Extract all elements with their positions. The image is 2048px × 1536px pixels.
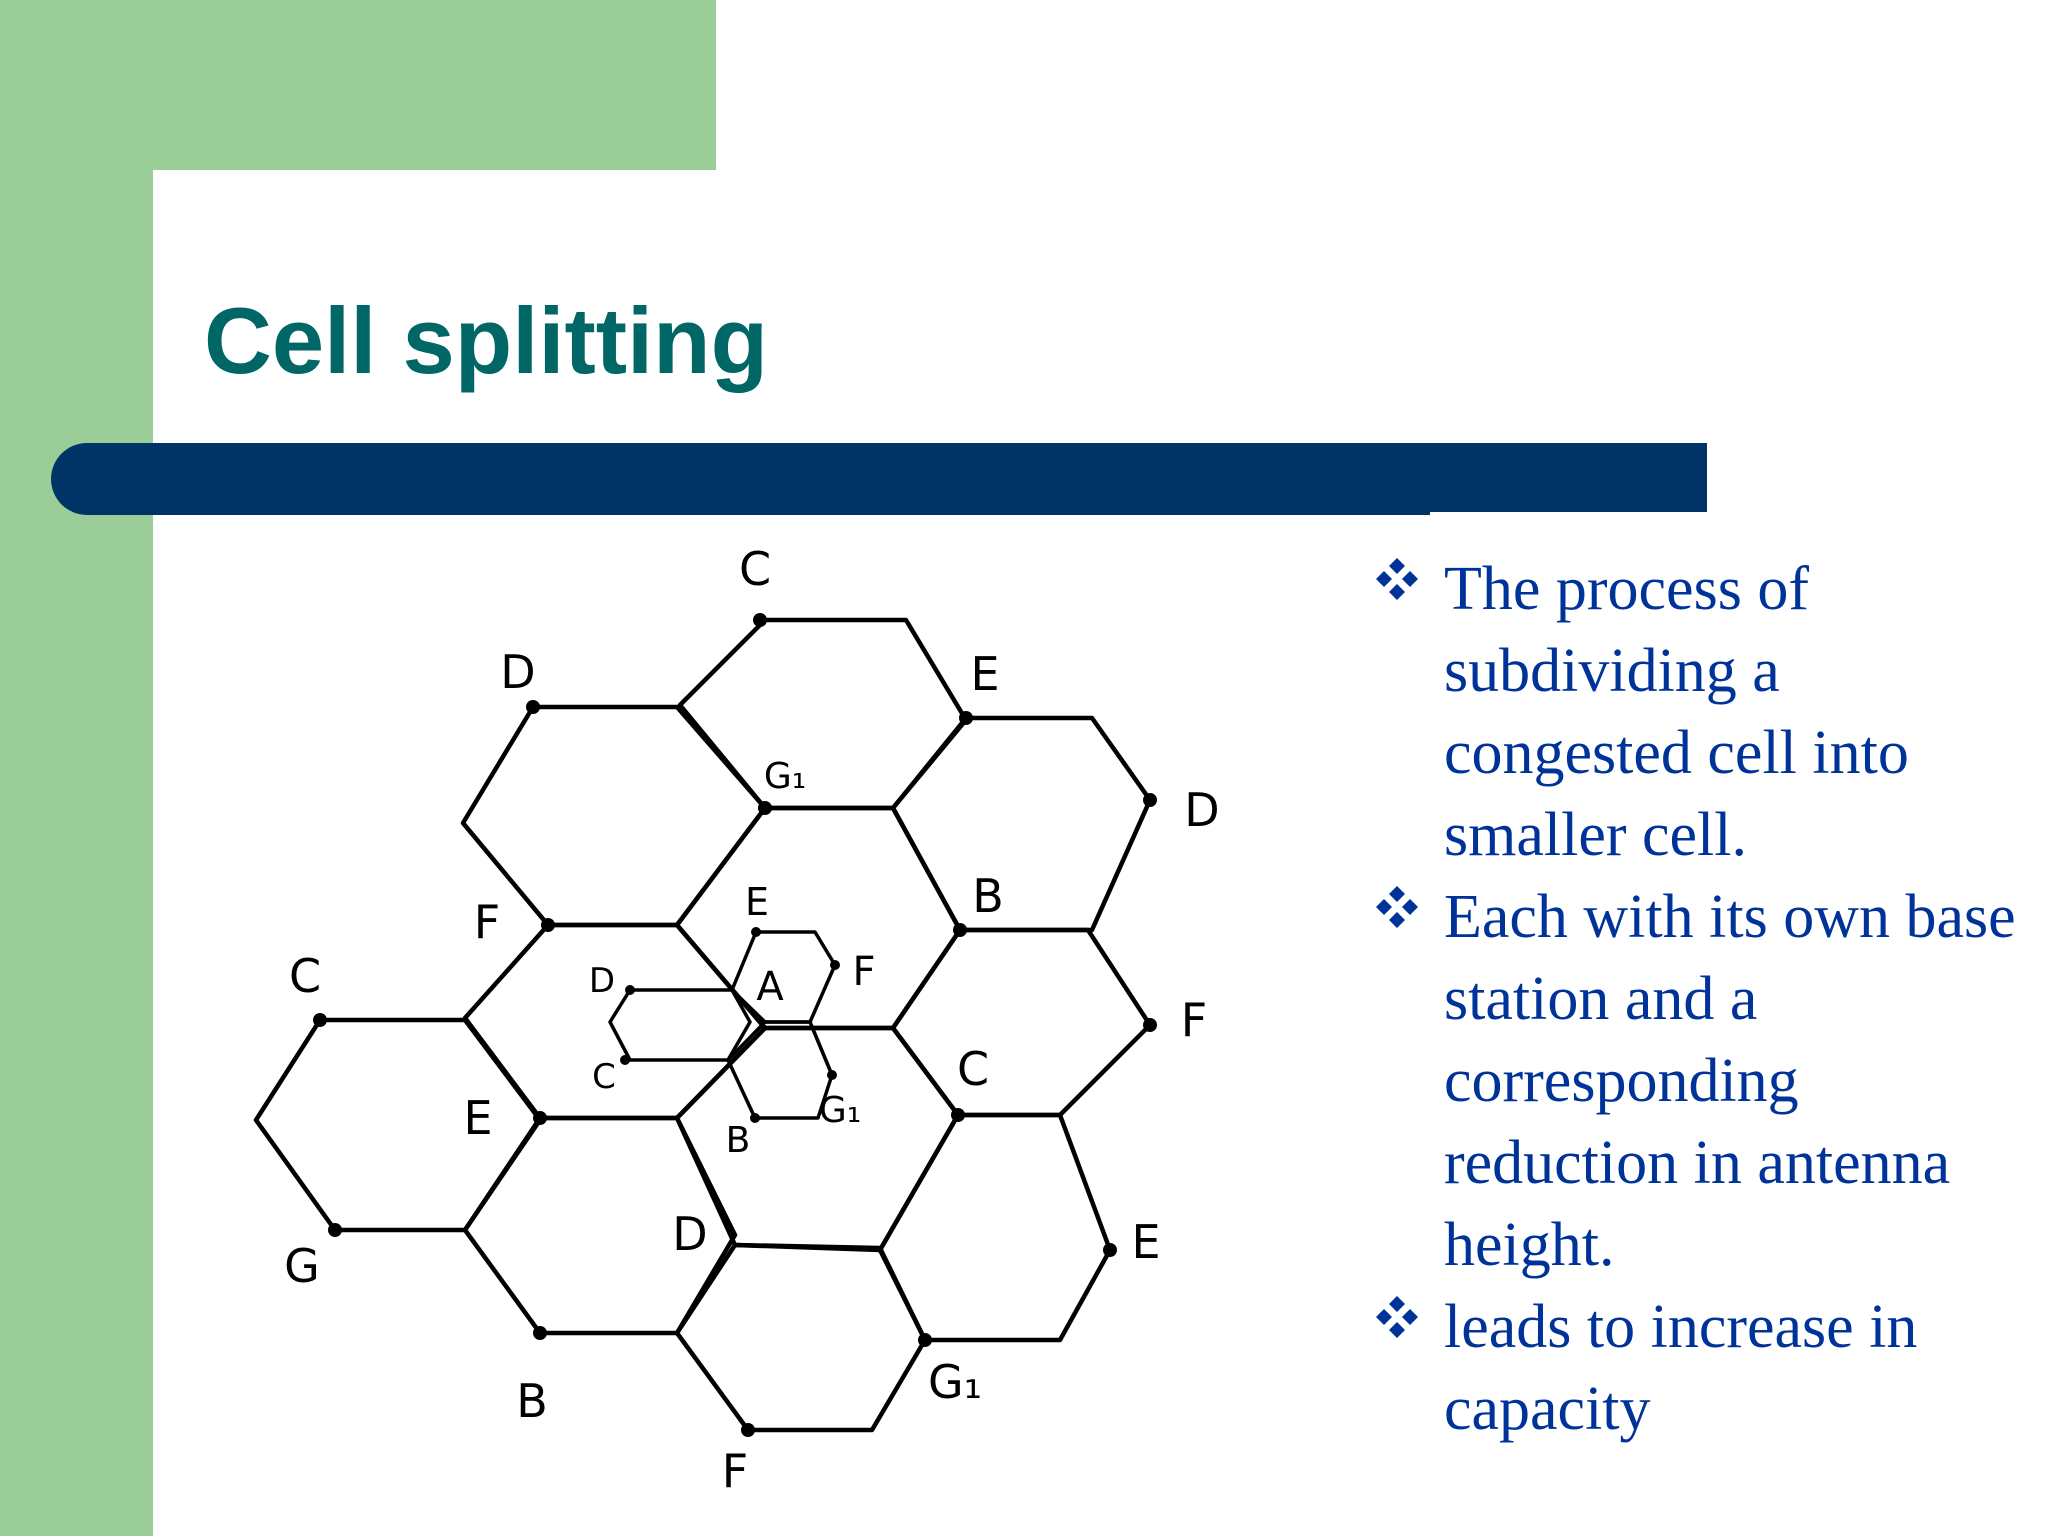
bullet-text-capacity: leads to increase in capacity [1444,1293,1918,1443]
hex-cell-upper-left [460,704,768,928]
content-card [170,170,2048,1536]
bullet-item-process: The process of subdividing a congested c… [1370,548,2030,876]
hex-cell-upper-right [890,715,1153,933]
label-f-small: F [852,949,875,995]
label-d-right: D [1184,783,1219,837]
label-c-center: C [957,1042,989,1096]
label-b-right: B [972,869,1004,923]
label-c-left: C [289,949,321,1003]
base-station-dots [313,613,1157,1437]
bullet-list: The process of subdividing a congested c… [1370,548,2030,1450]
label-c-small: C [592,1057,616,1097]
hex-cell-far-left [253,1017,543,1233]
label-e-upper-right: E [970,647,999,701]
label-b-bottom-left: B [516,1374,548,1428]
bullet-text-base-station: Each with its own base station and a cor… [1444,883,2016,1279]
label-g-upper-center: G₁ [764,756,806,797]
bullet-text-process: The process of subdividing a congested c… [1444,555,1909,869]
label-e-left: E [463,1091,492,1145]
small-hex-d [608,988,752,1062]
label-d-upper-left: D [500,645,535,699]
label-e-center: E [745,880,769,924]
label-f-left: F [474,895,500,949]
bullet-item-base-station: Each with its own base station and a cor… [1370,876,2030,1286]
label-d-lower-center: D [672,1207,707,1261]
bullet-item-capacity: leads to increase in capacity [1370,1286,2030,1450]
label-f-right: F [1181,993,1207,1047]
hex-cell-right [890,927,1153,1118]
left-green-strip [0,0,153,1536]
label-g-bottom-center: G₁ [928,1355,982,1409]
cell-labels: C D E G₁ D F E B C D A F F C E C B G₁ G … [284,542,1220,1498]
title-bar-notch [1430,512,1707,516]
label-f-bottom: F [722,1444,748,1498]
label-g-left: G [284,1239,320,1293]
four-diamond-bullet-icon [1376,1296,1418,1338]
label-b-small: B [726,1120,751,1161]
hexagon-cluster-svg: C D E G₁ D F E B C D A F F C E C B G₁ G … [253,542,1220,1498]
cell-splitting-diagram: C D E G₁ D F E B C D A F F C E C B G₁ G … [230,530,1250,1510]
hex-cell-lower-right [877,1112,1113,1343]
label-g-small: G₁ [819,1090,861,1131]
large-hex-grid [253,617,1153,1433]
four-diamond-bullet-icon [1376,558,1418,600]
hex-cell-top [677,617,969,811]
title-underline-bar [51,443,1707,515]
small-hex-grid [608,930,837,1120]
hex-cell-bottom [674,1242,928,1433]
label-d-small: D [589,961,615,1001]
label-e-lower-right: E [1131,1215,1160,1269]
label-c-top: C [739,542,771,596]
four-diamond-bullet-icon [1376,886,1418,928]
slide-title: Cell splitting [204,288,768,393]
label-a-small: A [756,964,784,1010]
top-green-block [0,0,716,170]
